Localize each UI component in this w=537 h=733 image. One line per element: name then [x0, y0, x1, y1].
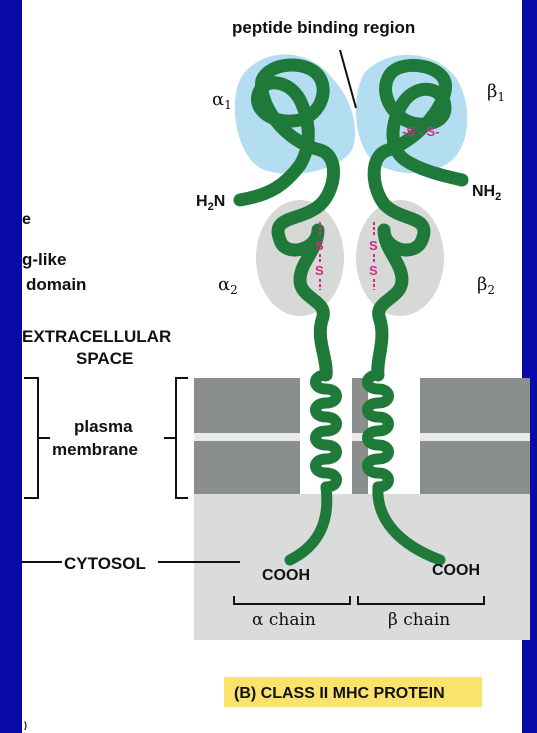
alpha1-label: α1 [212, 89, 232, 112]
membrane-midline [194, 433, 530, 441]
cropped-char-label: e [22, 211, 31, 228]
beta2-disulfide-s1: S [369, 238, 378, 253]
extracellular-label-line1: EXTRACELLULAR [22, 327, 171, 346]
alpha-cooh-label: COOH [262, 567, 310, 584]
ig-like-label-line1: g-like [22, 250, 66, 269]
peptide-binding-region-label: peptide binding region [232, 18, 415, 37]
beta1-label: β1 [487, 81, 505, 104]
membrane-outer-leaflet [194, 378, 530, 433]
nh2-terminus-label: NH2 [472, 183, 501, 203]
alpha2-label: α2 [218, 274, 238, 297]
right-membrane-bracket [176, 378, 188, 498]
alpha-chain-label: α chain [252, 610, 316, 630]
extracellular-label-line2: SPACE [76, 349, 133, 368]
ig-like-label-line2: domain [26, 275, 86, 294]
alpha2-disulfide-s2: S [315, 263, 324, 278]
figure-caption: (B) CLASS II MHC PROTEIN [234, 685, 445, 702]
left-membrane-bracket [24, 378, 38, 498]
plasma-label-line2: membrane [52, 440, 138, 459]
plasma-label-line1: plasma [74, 417, 133, 436]
corner-mark: ) [24, 720, 27, 730]
beta2-disulfide-s2: S [369, 263, 378, 278]
beta1-disulfide: -S - S- [402, 124, 440, 139]
beta-cooh-label: COOH [432, 562, 480, 579]
h2n-terminus-label: H2N [196, 193, 225, 213]
beta2-label: β2 [477, 274, 495, 297]
beta-chain-label: β chain [388, 610, 450, 630]
cytosol-label: CYTOSOL [64, 554, 146, 573]
alpha2-disulfide-s1: S [315, 238, 324, 253]
plasma-membrane-bilayer [194, 378, 530, 494]
membrane-inner-leaflet [194, 441, 530, 494]
cytosol-region [194, 480, 530, 640]
